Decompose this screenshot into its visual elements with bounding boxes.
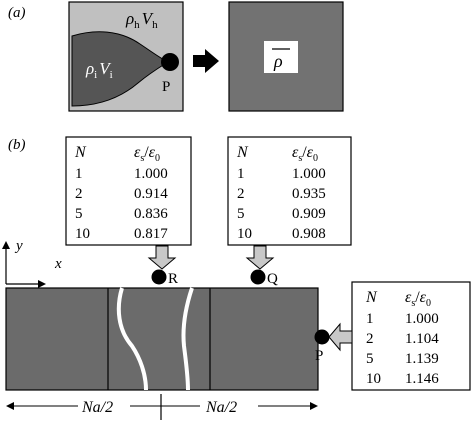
table-r-header-ratio: εs/ε0 [134,144,160,164]
arrow-q-icon [245,245,275,270]
table-p-header-n: N [365,289,378,306]
table-r-n-4: 10 [75,226,90,242]
table-q-n-3: 5 [237,206,245,222]
crack-right [181,287,194,391]
table-p-header-ratio: εs/ε0 [405,289,431,309]
effective-density-box [264,41,298,73]
table-q-val-2: 0.935 [292,186,326,202]
table-r-val-3: 0.836 [134,206,168,222]
dim-left-label: Na/2 [81,399,113,416]
axis-y-label: y [14,238,23,254]
arrow-r-icon [147,245,177,270]
table-q-header-n: N [236,144,249,161]
table-p-n-2: 2 [366,331,374,347]
transform-arrow-icon [193,49,219,73]
table-p-n-1: 1 [366,311,374,327]
table-q: N εs/ε0 1 1.000 2 0.935 5 0.909 10 0.908 [227,136,352,246]
axes-icon [2,241,46,288]
table-r-n-1: 1 [75,166,83,182]
slab [5,287,319,391]
panel-a-label: (a) [8,5,26,21]
point-p-a-marker [161,53,179,71]
point-p-marker [314,329,330,345]
point-p-a-label: P [162,79,170,95]
table-q-n-1: 1 [237,166,245,182]
axis-x-label: x [54,256,62,272]
table-r: N εs/ε0 1 1.000 2 0.914 5 0.836 10 0.817 [65,136,192,246]
point-p-label: P [315,348,323,364]
table-q-header-ratio: εs/ε0 [292,144,318,164]
table-q-val-1: 1.000 [292,166,326,182]
table-p-val-4: 1.146 [405,371,439,387]
table-r-header-n: N [74,144,87,161]
table-p-n-4: 10 [366,371,381,387]
table-q-val-3: 0.909 [292,206,326,222]
table-p-val-2: 1.104 [405,331,439,347]
table-r-val-1: 1.000 [134,166,168,182]
table-q-n-2: 2 [237,186,245,202]
table-q-val-4: 0.908 [292,226,326,242]
dim-right-label: Na/2 [205,399,237,416]
point-r-marker [151,269,167,285]
effective-density-label: ρ [273,51,283,71]
point-q-label: Q [267,271,278,287]
arrow-p-icon [328,322,353,352]
point-r-label: R [168,271,178,287]
dimension-arrows [6,394,318,420]
panel-b-label: (b) [8,137,26,153]
table-q-n-4: 10 [237,226,252,242]
table-p: N εs/ε0 1 1.000 2 1.104 5 1.139 10 1.146 [351,281,471,391]
table-r-n-2: 2 [75,186,83,202]
crack-left [116,287,148,391]
table-p-val-1: 1.000 [405,311,439,327]
table-r-n-3: 5 [75,206,83,222]
table-p-n-3: 5 [366,351,374,367]
table-p-val-3: 1.139 [405,351,439,367]
table-r-val-4: 0.817 [134,226,168,242]
point-q-marker [250,269,266,285]
table-r-val-2: 0.914 [134,186,168,202]
